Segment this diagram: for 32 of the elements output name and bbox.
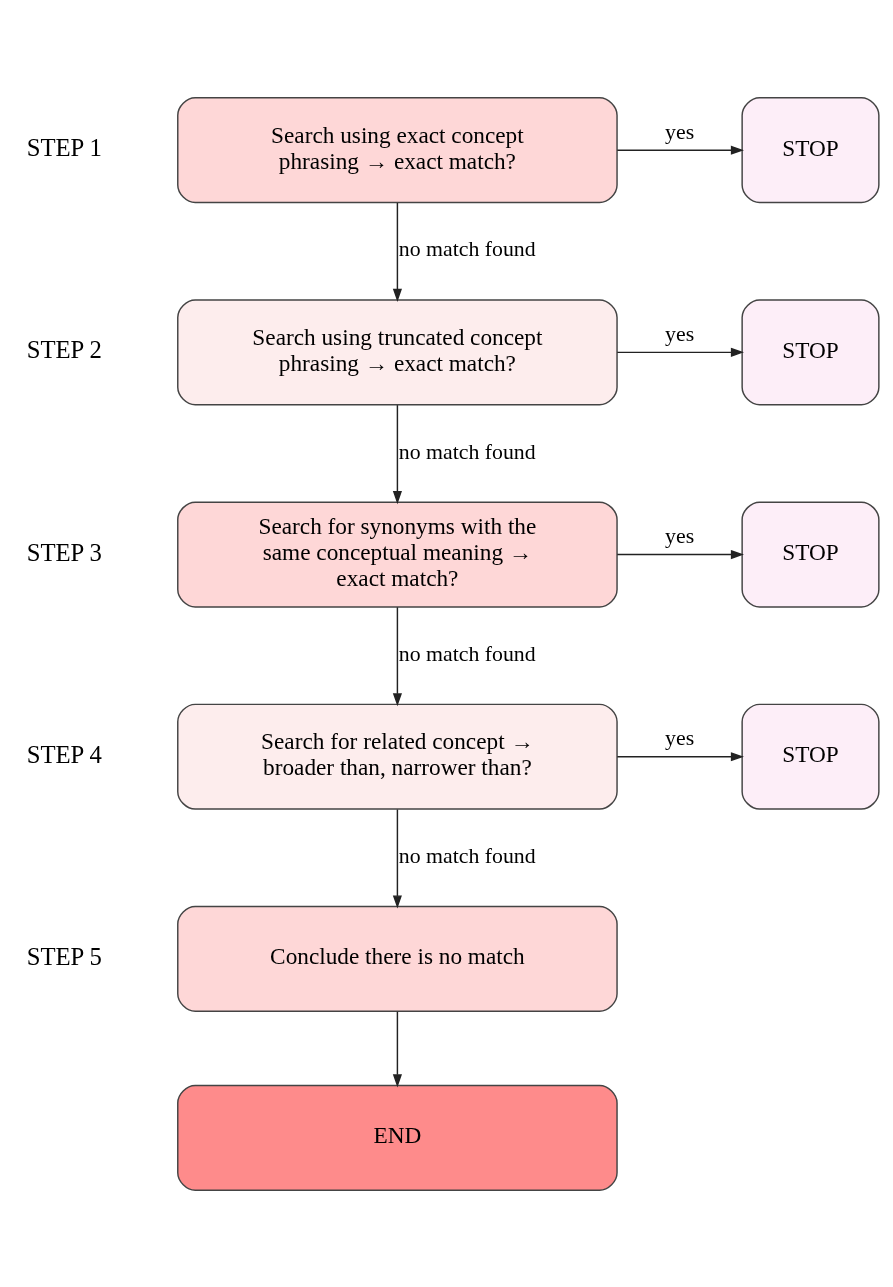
arrow xyxy=(616,347,744,357)
node-label: STEP 1 xyxy=(26,133,102,161)
node-box: END xyxy=(177,1084,618,1191)
node-label: STEP 2 xyxy=(26,335,102,363)
node-label: STEP 4 xyxy=(26,740,102,768)
node-box: Conclude there is no match xyxy=(177,905,618,1012)
edge-label: no match found xyxy=(398,641,536,666)
arrow xyxy=(392,606,402,706)
edge-label: yes xyxy=(665,119,695,144)
node-label: STEP 3 xyxy=(26,538,102,566)
edge-label: yes xyxy=(665,725,695,750)
node-label: STEP 5 xyxy=(26,942,102,970)
node-box: STOP xyxy=(741,500,880,608)
edge-label: no match found xyxy=(398,236,536,261)
arrow xyxy=(392,808,402,908)
arrow xyxy=(392,403,402,504)
node-box: Search using exact concept phrasing → exact match? xyxy=(177,96,618,203)
node-box: Search for synonyms with the same conceptual meaning → exact match? xyxy=(177,500,618,608)
edge-label: yes xyxy=(665,321,695,346)
edge-label: no match found xyxy=(398,439,536,464)
node-box: STOP xyxy=(741,298,880,405)
node-box: STOP xyxy=(741,96,880,203)
arrow xyxy=(392,201,402,302)
edge-label: no match found xyxy=(398,843,536,868)
arrow xyxy=(616,145,744,155)
node-box: STOP xyxy=(741,703,880,810)
arrow xyxy=(616,751,744,761)
arrow xyxy=(392,1010,402,1087)
node-box: Search for related concept → broader than, narrower than? xyxy=(177,703,618,810)
edge-label: yes xyxy=(665,523,695,548)
arrow xyxy=(616,549,744,559)
node-box: Search using truncated concept phrasing → exact match? xyxy=(177,298,618,405)
